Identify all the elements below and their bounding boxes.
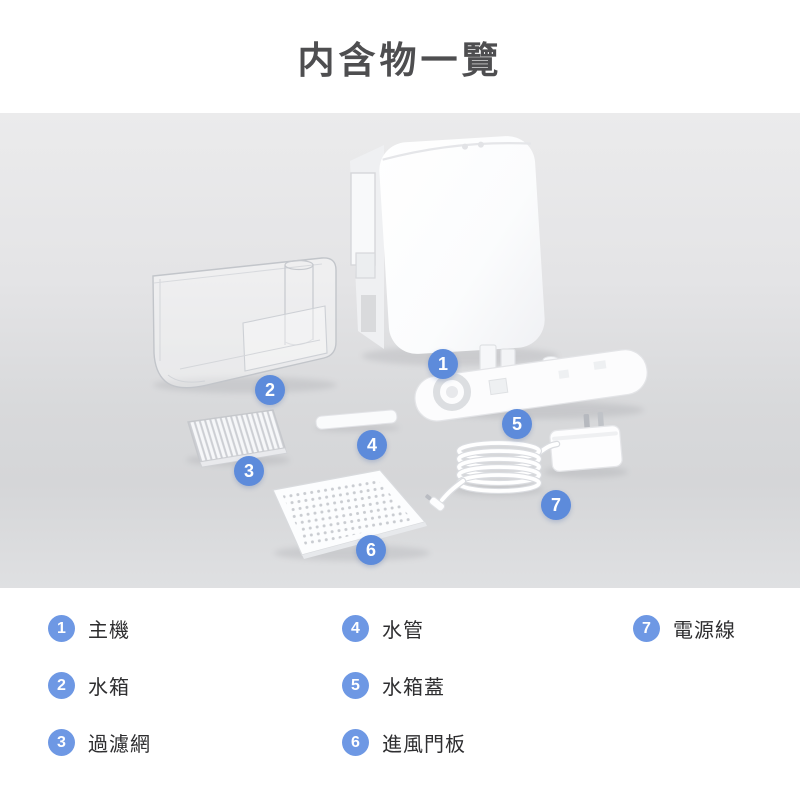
legend-label: 水箱 <box>88 677 130 699</box>
legend-label: 電源線 <box>673 620 736 642</box>
legend-label: 過濾網 <box>88 734 151 756</box>
callout-badge-power-cord: 7 <box>541 490 571 520</box>
water-pipe-illustration <box>315 409 398 430</box>
legend-number-badge: 2 <box>48 672 75 699</box>
callout-number: 2 <box>264 379 275 400</box>
legend-number-badge: 5 <box>342 672 369 699</box>
legend-label: 水管 <box>382 620 424 642</box>
callout-badge-filter: 3 <box>234 456 264 486</box>
legend-item-water-pipe: 4 水管 <box>342 614 424 643</box>
callout-badge-water-tank: 2 <box>255 375 285 405</box>
legend-number-badge: 1 <box>48 615 75 642</box>
main-unit-illustration <box>350 136 545 354</box>
legend-item-water-tank: 2 水箱 <box>48 671 130 700</box>
callout-badge-main-unit: 1 <box>428 349 458 379</box>
filter-illustration <box>187 409 288 468</box>
callout-number: 5 <box>511 413 522 434</box>
legend-label: 進風門板 <box>382 734 466 756</box>
callout-number: 1 <box>437 353 448 374</box>
legend-number-badge: 7 <box>633 615 660 642</box>
intake-panel-illustration <box>272 469 427 559</box>
legend-number-badge: 6 <box>342 729 369 756</box>
legend-number-badge: 3 <box>48 729 75 756</box>
legend-label: 主機 <box>88 620 130 642</box>
legend-item-power-cord: 7 電源線 <box>633 614 736 643</box>
tank-cover-illustration <box>414 344 648 422</box>
callout-number: 7 <box>550 494 561 515</box>
callout-number: 6 <box>365 539 376 560</box>
callout-badge-intake-panel: 6 <box>356 535 386 565</box>
legend-number-badge: 4 <box>342 615 369 642</box>
legend-item-filter: 3 過濾網 <box>48 728 151 757</box>
callout-badge-tank-cover: 5 <box>502 409 532 439</box>
product-illustration <box>152 136 648 561</box>
callout-number: 3 <box>243 460 254 481</box>
legend-item-main-unit: 1 主機 <box>48 614 130 643</box>
legend-item-tank-cover: 5 水箱蓋 <box>342 671 445 700</box>
legend-item-intake-panel: 6 進風門板 <box>342 728 466 757</box>
callout-number: 4 <box>366 434 377 455</box>
legend-label: 水箱蓋 <box>382 677 445 699</box>
product-photo-area: 1 2 3 4 5 6 7 <box>0 113 800 588</box>
water-tank-illustration <box>152 257 337 389</box>
power-cord-illustration <box>425 411 623 512</box>
page-title: 内含物一覽 <box>297 40 503 81</box>
callout-badge-water-pipe: 4 <box>357 430 387 460</box>
